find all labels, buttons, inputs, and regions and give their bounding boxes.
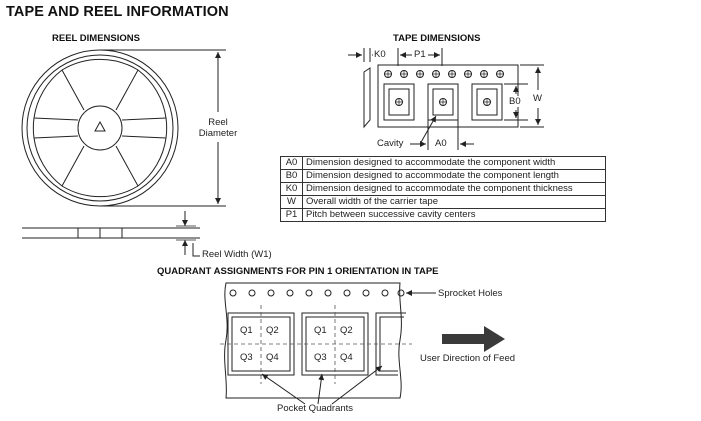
reel-dimensions-heading: REEL DIMENSIONS (52, 33, 140, 44)
cavity-label: Cavity (377, 138, 404, 149)
reel-diameter-dimension (100, 49, 226, 207)
pocket2-q4: Q4 (340, 352, 353, 363)
pocket1-q4: Q4 (266, 352, 279, 363)
feed-direction-arrow-icon (442, 326, 505, 352)
tape-dimensions-heading: TAPE DIMENSIONS (393, 33, 481, 44)
hub-triangle-icon (94, 120, 106, 132)
quadrant-heading: QUADRANT ASSIGNMENTS FOR PIN 1 ORIENTATI… (157, 266, 439, 277)
page-title: TAPE AND REEL INFORMATION (6, 4, 229, 20)
quadrant-centerlines (220, 305, 412, 384)
quadrant-sprocket-holes (229, 289, 405, 297)
pocket2-q1: Q1 (314, 325, 327, 336)
sprocket-holes-label: Sprocket Holes (438, 288, 503, 299)
a0-label: A0 (435, 138, 447, 149)
reel-spokes (32, 58, 168, 198)
pocket1-q2: Q2 (266, 325, 279, 336)
w-label: W (533, 93, 542, 104)
quadrant-tape (224, 282, 406, 399)
pocket2-q2: Q2 (340, 325, 353, 336)
pocket-quadrants-label: Pocket Quadrants (277, 403, 354, 414)
k0-label: K0 (373, 49, 387, 60)
reel-diameter-label: Reel Diameter (198, 117, 238, 139)
pocket1-q1: Q1 (240, 325, 253, 336)
reel-side-view (22, 211, 200, 257)
reel-face (21, 49, 179, 207)
tape-diagram (348, 48, 544, 150)
b0-label: B0 (509, 96, 521, 107)
tape-sprocket-holes (384, 70, 504, 78)
feed-direction-label: User Direction of Feed (420, 353, 516, 364)
reel-width-label: Reel Width (W1) (202, 249, 272, 260)
pocket2-q3: Q3 (314, 352, 327, 363)
p1-label: P1 (413, 49, 427, 60)
tape-cavities (383, 83, 503, 121)
pocket1-q3: Q3 (240, 352, 253, 363)
